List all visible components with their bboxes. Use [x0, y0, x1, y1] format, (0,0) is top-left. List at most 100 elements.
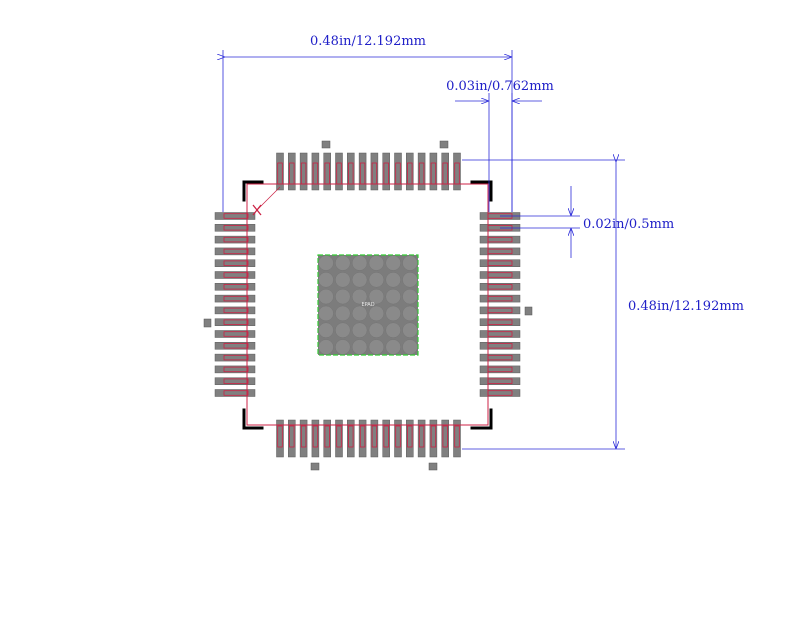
pin-pad: [382, 152, 390, 191]
thermal-via: [385, 272, 401, 288]
pin-pad: [288, 419, 296, 458]
pin-pad: [453, 152, 461, 191]
pin-pad: [214, 283, 256, 291]
fiducial-top-right: [439, 140, 449, 149]
pin-pad: [214, 235, 256, 244]
thermal-via: [368, 288, 385, 305]
thermal-via: [318, 288, 334, 305]
thermal-via: [318, 322, 334, 338]
pin-pad: [214, 247, 256, 256]
pins-bottom-row: [276, 419, 461, 458]
fiducial-left: [203, 318, 212, 328]
pin-pad: [479, 353, 521, 362]
pin-outline: [223, 366, 249, 373]
thermal-via: [385, 305, 401, 322]
pin1-marker-icon: [252, 186, 281, 216]
dimension-width-label: 0.48in/12.192mm: [310, 34, 426, 49]
pin-pad: [335, 419, 343, 458]
pin-outline: [223, 343, 249, 349]
thermal-via: [368, 322, 385, 338]
pin-pad: [417, 419, 426, 458]
pin-pad: [214, 294, 256, 303]
pin-pad: [479, 247, 521, 256]
pin-pad: [347, 419, 355, 458]
pin-pad: [479, 318, 521, 326]
pin-pad: [429, 152, 438, 191]
thermal-via: [335, 305, 351, 322]
dimension-height: [462, 160, 625, 450]
pin-pad: [299, 152, 308, 191]
thermal-pad-label: EPAD: [361, 302, 374, 308]
pin-outline: [223, 236, 249, 243]
thermal-via: [318, 255, 334, 271]
pin-outline: [223, 319, 249, 325]
pin-pad: [479, 294, 521, 303]
pin-outline: [223, 284, 249, 290]
pin-outline: [312, 425, 319, 448]
pin-pad: [214, 306, 256, 315]
pin-pad: [311, 419, 320, 458]
pin-pad: [214, 365, 256, 374]
pin-outline: [442, 425, 448, 448]
pin-outline: [359, 425, 366, 448]
pins-left-column: [214, 212, 256, 397]
dimension-height-label: 0.48in/12.192mm: [628, 299, 744, 314]
pin-outline: [418, 425, 425, 448]
pin-pad: [347, 152, 355, 191]
pin-pad: [214, 271, 256, 279]
pin-pad: [214, 224, 256, 232]
pin-outline: [223, 331, 249, 337]
pin-pad: [323, 419, 331, 458]
pin-pad: [429, 419, 438, 458]
pin-pad: [479, 235, 521, 244]
thermal-via: [402, 255, 418, 271]
thermal-via: [351, 322, 368, 338]
pin-pad: [406, 152, 414, 191]
pin-pad: [479, 259, 521, 267]
thermal-via: [368, 305, 385, 322]
pin-pad: [479, 342, 521, 350]
pin-outline: [324, 425, 330, 448]
pin-pad: [358, 419, 367, 458]
pin-outline: [383, 425, 389, 448]
pin-outline: [371, 425, 378, 448]
thermal-pad-vias: [318, 255, 418, 355]
pin-pad: [479, 389, 521, 397]
pin-outline: [223, 378, 249, 384]
pin-outline: [336, 425, 342, 448]
package-body-outline: [246, 183, 489, 426]
pin-outline: [300, 425, 307, 448]
thermal-via: [402, 339, 418, 355]
pin-pad: [214, 259, 256, 267]
pin-pad: [370, 419, 379, 458]
thermal-via: [335, 339, 351, 355]
pin-pad: [214, 318, 256, 326]
pin-outline: [395, 425, 401, 448]
pin-pad: [479, 330, 521, 338]
thermal-via: [368, 339, 385, 355]
pin-outline: [277, 425, 283, 448]
pin-pad: [479, 306, 521, 315]
thermal-via: [335, 255, 351, 271]
pin-pad: [323, 152, 331, 191]
thermal-via: [385, 288, 401, 305]
thermal-pad: EPAD: [317, 254, 419, 356]
thermal-via: [385, 322, 401, 338]
pin-pad: [214, 330, 256, 338]
pin-pad: [214, 342, 256, 350]
pin-pad: [479, 365, 521, 374]
pin-pad: [214, 353, 256, 362]
pin-pad: [382, 419, 390, 458]
pin-outline: [223, 295, 249, 302]
pin-pad: [335, 152, 343, 191]
pin-outline: [223, 225, 249, 231]
dimension-pitch-span: [455, 93, 542, 212]
silkscreen-corners: [242, 180, 493, 430]
pin-pad: [214, 377, 256, 385]
thermal-via: [335, 288, 351, 305]
pin-pad: [299, 419, 308, 458]
fiducial-bottom-left: [310, 462, 320, 471]
fiducial-right: [524, 306, 533, 316]
dimension-pitch-span-label: 0.03in/0.762mm: [446, 79, 554, 94]
